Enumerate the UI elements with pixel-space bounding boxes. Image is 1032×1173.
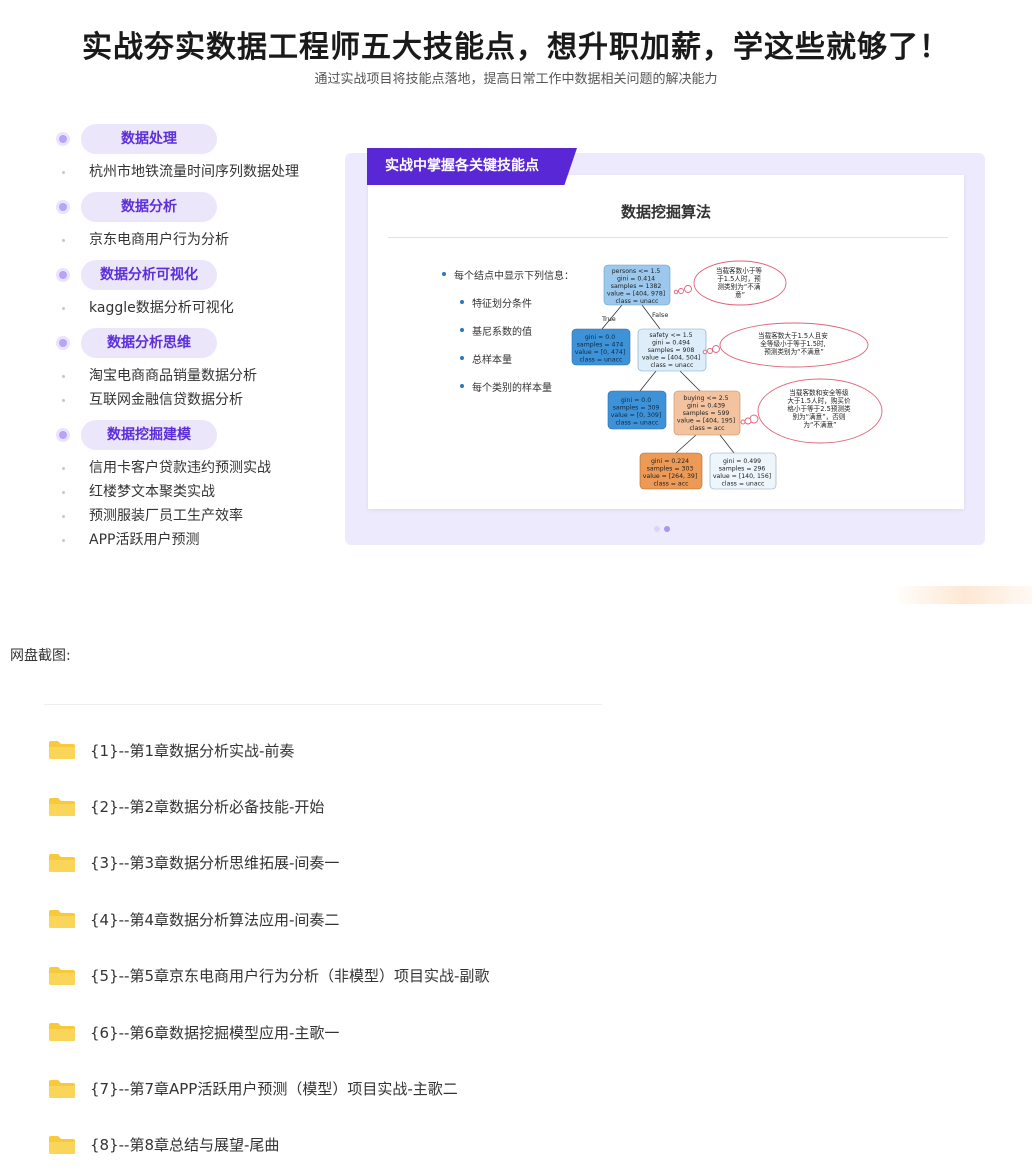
folder-item[interactable]: {2}--第2章数据分析必备技能-开始 [48, 778, 489, 834]
folder-item[interactable]: {8}--第8章总结与展望-尾曲 [48, 1117, 489, 1173]
folder-name: {7}--第7章APP活跃用户预测（模型）项目实战-主歌二 [90, 1080, 458, 1099]
callout-note-2: 当载客数大于1.5人且安 全等级小于等于1.5时, 预测类别为“不满意” [758, 331, 830, 356]
edge-true-label: True [601, 315, 616, 323]
folder-icon [49, 966, 75, 985]
page-title: 实战夯实数据工程师五大技能点，想升职加薪，学这些就够了！ [82, 30, 950, 65]
skill-item: kaggle数据分析可视化 [55, 296, 345, 320]
bullet-item: 总样本量 [440, 351, 574, 369]
tree-node-root-text: persons <= 1.5 gini = 0.414 samples = 13… [607, 268, 667, 305]
skill-pill: 数据分析思维 [81, 328, 217, 358]
skill-group-thinking: 数据分析思维 淘宝电商商品销量数据分析 互联网金融信贷数据分析 [55, 328, 345, 412]
timeline-dot-icon [59, 431, 67, 439]
timeline-dot-icon [59, 135, 67, 143]
folder-name: {2}--第2章数据分析必备技能-开始 [90, 798, 325, 817]
tree-node-root [603, 264, 671, 306]
folder-name: {1}--第1章数据分析实战-前奏 [90, 741, 295, 760]
folder-icon [49, 910, 75, 929]
tree-node-right1-text: safety <= 1.5 gini = 0.494 samples = 908… [642, 332, 702, 369]
folder-icon [49, 853, 75, 872]
carousel-dot[interactable] [654, 526, 660, 532]
folder-name: {4}--第4章数据分析算法应用-间奏二 [90, 910, 340, 929]
skill-pill: 数据挖掘建模 [81, 420, 217, 450]
callout-note-1: 当载客数小于等 于1.5人时，预 测类别为“不满 意” [716, 266, 764, 299]
skill-item: 淘宝电商商品销量数据分析 [55, 364, 345, 388]
carousel-slide: 数据挖掘算法 每个结点中显示下列信息： 特征划分条件 基尼系数的值 总样本量 每… [368, 175, 964, 509]
folder-icon [49, 1023, 75, 1042]
divider [44, 704, 602, 705]
folder-name: {8}--第8章总结与展望-尾曲 [90, 1136, 280, 1155]
tree-node-left2-text: gini = 0.0 samples = 309 value = [0, 309… [611, 397, 664, 427]
folder-item[interactable]: {6}--第6章数据挖掘模型应用-主歌一 [48, 1004, 489, 1060]
tree-node-left3 [639, 452, 703, 490]
folder-icon [49, 741, 75, 760]
skill-item: 互联网金融信贷数据分析 [55, 388, 345, 412]
bullet-heading: 每个结点中显示下列信息： [440, 267, 574, 285]
section-label: 网盘截图: [10, 648, 71, 664]
skill-group-mining: 数据挖掘建模 信用卡客户贷款违约预测实战 红楼梦文本聚类实战 预测服装厂员工生产… [55, 420, 345, 552]
skill-pill: 数据分析 [81, 192, 217, 222]
folder-item[interactable]: {7}--第7章APP活跃用户预测（模型）项目实战-主歌二 [48, 1060, 489, 1116]
skill-group-visualization: 数据分析可视化 kaggle数据分析可视化 [55, 260, 345, 320]
tree-node-left2 [607, 390, 667, 430]
tree-node-right3-text: gini = 0.499 samples = 296 value = [140,… [713, 458, 773, 488]
skill-item: 信用卡客户贷款违约预测实战 [55, 456, 345, 480]
skill-item: APP活跃用户预测 [55, 528, 345, 552]
folder-item[interactable]: {1}--第1章数据分析实战-前奏 [48, 722, 489, 778]
edge-false-label: False [652, 311, 668, 319]
timeline-dot-icon [59, 339, 67, 347]
skill-group-analysis: 数据分析 京东电商用户行为分析 [55, 192, 345, 252]
folder-icon [49, 1135, 75, 1154]
page-subtitle: 通过实战项目将技能点落地，提高日常工作中数据相关问题的解决能力 [314, 72, 718, 87]
skill-item: 预测服装厂员工生产效率 [55, 504, 345, 528]
tree-node-left1 [571, 328, 631, 366]
tree-node-right2 [673, 390, 741, 436]
tree-node-left1-text: gini = 0.0 samples = 474 value = [0, 474… [575, 334, 628, 364]
bullet-item: 特征划分条件 [440, 295, 574, 313]
folder-name: {3}--第3章数据分析思维拓展-间奏一 [90, 854, 340, 873]
skill-list: 数据处理 杭州市地铁流量时间序列数据处理 数据分析 京东电商用户行为分析 数据分… [55, 124, 345, 560]
bullet-item: 基尼系数的值 [440, 323, 574, 341]
folder-icon [49, 797, 75, 816]
tree-edges [601, 304, 735, 454]
timeline-dot-icon [59, 203, 67, 211]
skill-pill: 数据处理 [81, 124, 217, 154]
decorative-fade [898, 586, 1032, 604]
folder-item[interactable]: {3}--第3章数据分析思维拓展-间奏一 [48, 835, 489, 891]
folder-name: {5}--第5章京东电商用户行为分析（非模型）项目实战-副歌 [90, 967, 490, 986]
folder-item[interactable]: {5}--第5章京东电商用户行为分析（非模型）项目实战-副歌 [48, 948, 489, 1004]
carousel-dot-active[interactable] [664, 526, 670, 532]
bullet-list: 每个结点中显示下列信息： 特征划分条件 基尼系数的值 总样本量 每个类别的样本量 [440, 267, 574, 397]
tree-node-right2-text: buying <= 2.5 gini = 0.439 samples = 599… [677, 395, 737, 432]
folder-list: {1}--第1章数据分析实战-前奏 {2}--第2章数据分析必备技能-开始 {3… [48, 722, 489, 1173]
skill-item: 杭州市地铁流量时间序列数据处理 [55, 160, 345, 184]
folder-item[interactable]: {4}--第4章数据分析算法应用-间奏二 [48, 891, 489, 947]
skill-item: 红楼梦文本聚类实战 [55, 480, 345, 504]
tree-node-left3-text: gini = 0.224 samples = 303 value = [264,… [643, 458, 699, 488]
bullet-item: 每个类别的样本量 [440, 379, 574, 397]
timeline-dot-icon [59, 271, 67, 279]
skill-group-processing: 数据处理 杭州市地铁流量时间序列数据处理 [55, 124, 345, 184]
skill-pill: 数据分析可视化 [81, 260, 217, 290]
slide-tag: 实战中掌握各关键技能点 [367, 148, 577, 185]
tree-node-right3 [709, 452, 777, 490]
folder-icon [49, 1079, 75, 1098]
skill-item: 京东电商用户行为分析 [55, 228, 345, 252]
slide-title: 数据挖掘算法 [620, 203, 711, 221]
folder-name: {6}--第6章数据挖掘模型应用-主歌一 [90, 1023, 340, 1042]
decision-tree-diagram: persons <= 1.5 gini = 0.414 samples = 13… [571, 260, 883, 490]
divider [388, 237, 948, 238]
callout-note-3: 当载客数和安全等级 大于1.5人时，购买价 格小于等于2.5预测类 别为“满意”… [787, 388, 852, 429]
callout-bubbles [673, 260, 883, 444]
